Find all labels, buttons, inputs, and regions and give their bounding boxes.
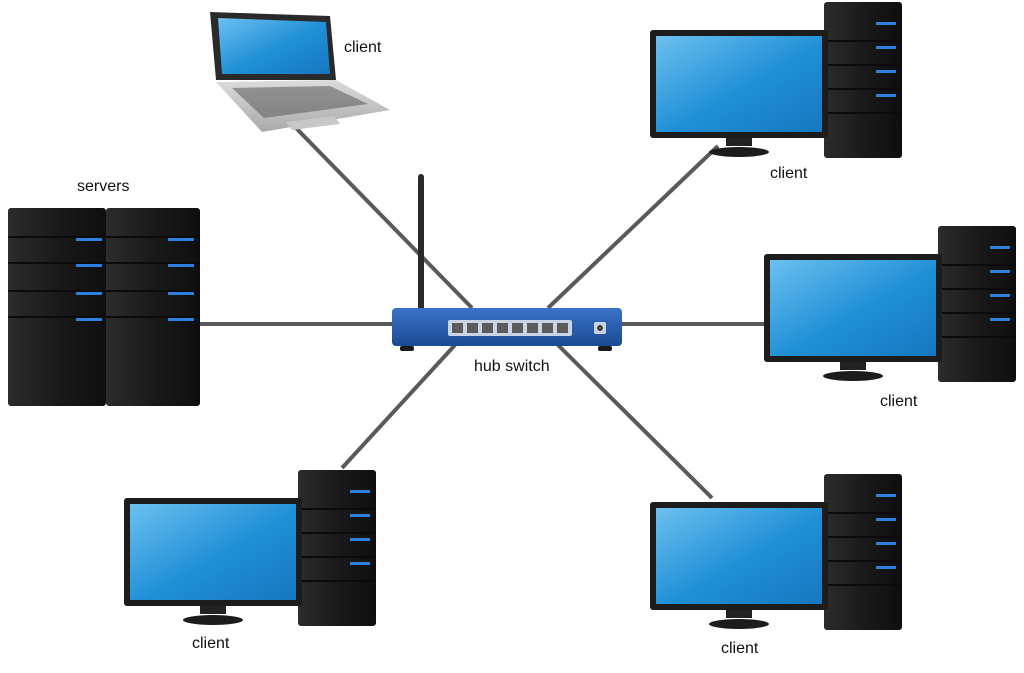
label-top-right-client: client	[770, 165, 808, 182]
cable-laptop	[294, 126, 474, 310]
server-tower-icon	[8, 208, 200, 406]
label-mid-right-client: client	[880, 393, 918, 410]
label-laptop-client: client	[344, 39, 382, 56]
label-hub-switch: hub switch	[474, 358, 550, 375]
cable-bottom-left	[340, 343, 457, 470]
cable-bottom-right	[556, 343, 714, 500]
laptop-icon	[210, 12, 390, 132]
label-servers: servers	[77, 178, 130, 195]
cables	[200, 126, 764, 500]
desktop-computer-icon	[764, 226, 1016, 382]
desktop-computer-icon	[650, 2, 902, 158]
label-bottom-left-client: client	[192, 635, 230, 652]
cable-top-right	[546, 144, 720, 310]
desktop-computer-icon	[124, 470, 376, 626]
label-bottom-right-client: client	[721, 640, 759, 657]
router-icon	[392, 174, 622, 351]
desktop-computer-icon	[650, 474, 902, 630]
